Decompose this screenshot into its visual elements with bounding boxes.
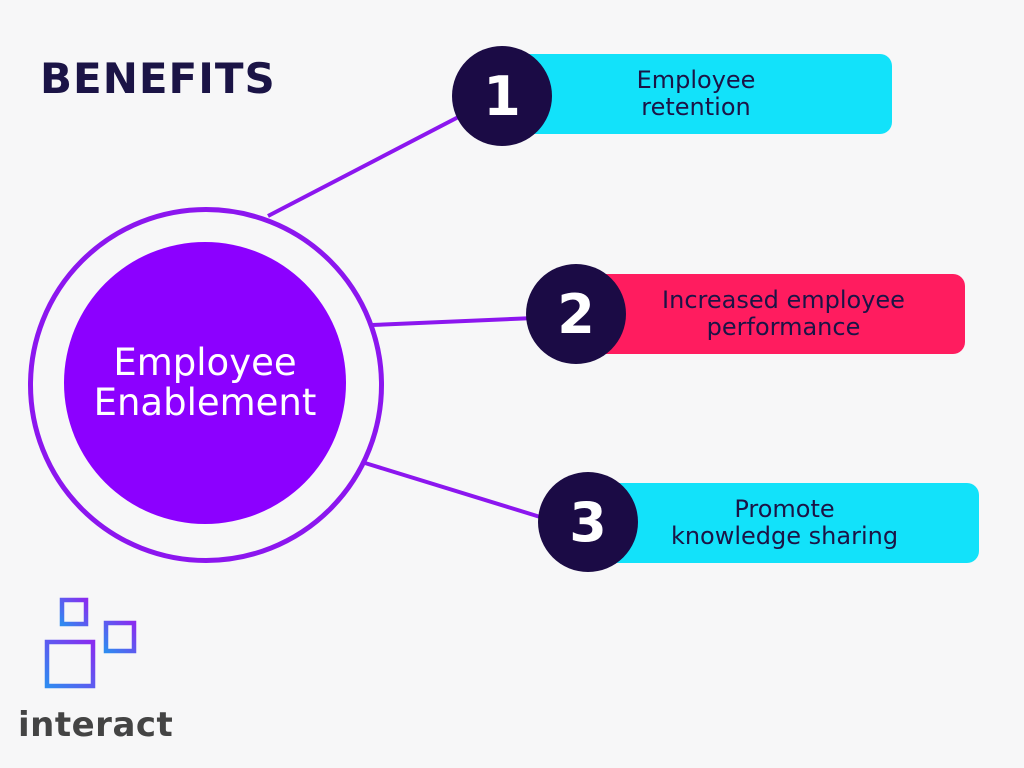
hub-circle: Employee Enablement [64,242,346,524]
benefit-1-line-2: retention [641,93,751,121]
benefit-badge-2: 2 [526,264,626,364]
connector-line-3 [364,461,551,522]
benefit-2-line-2: performance [706,313,861,341]
hub-label-line-1: Employee [113,341,297,384]
benefit-pill-2: Increased employee performance [580,274,965,354]
benefit-3-line-2: knowledge sharing [670,522,899,550]
connector-line-1 [267,110,469,218]
benefit-badge-1: 1 [452,46,552,146]
benefit-pill-1: Employee retention [500,54,892,134]
benefit-badge-3: 3 [538,472,638,572]
benefit-2-line-1: Increased employee [662,286,905,314]
stacked-squares-logo-icon [44,597,137,689]
connector-line-2 [371,316,536,327]
hub-label-line-2: Enablement [93,381,317,424]
benefit-3-line-1: Promote [734,495,835,523]
benefit-pill-3: Promote knowledge sharing [590,483,979,563]
logo-wordmark: interact [18,705,174,745]
benefit-1-line-1: Employee [636,66,756,94]
page-title: BENEFITS [40,54,276,103]
